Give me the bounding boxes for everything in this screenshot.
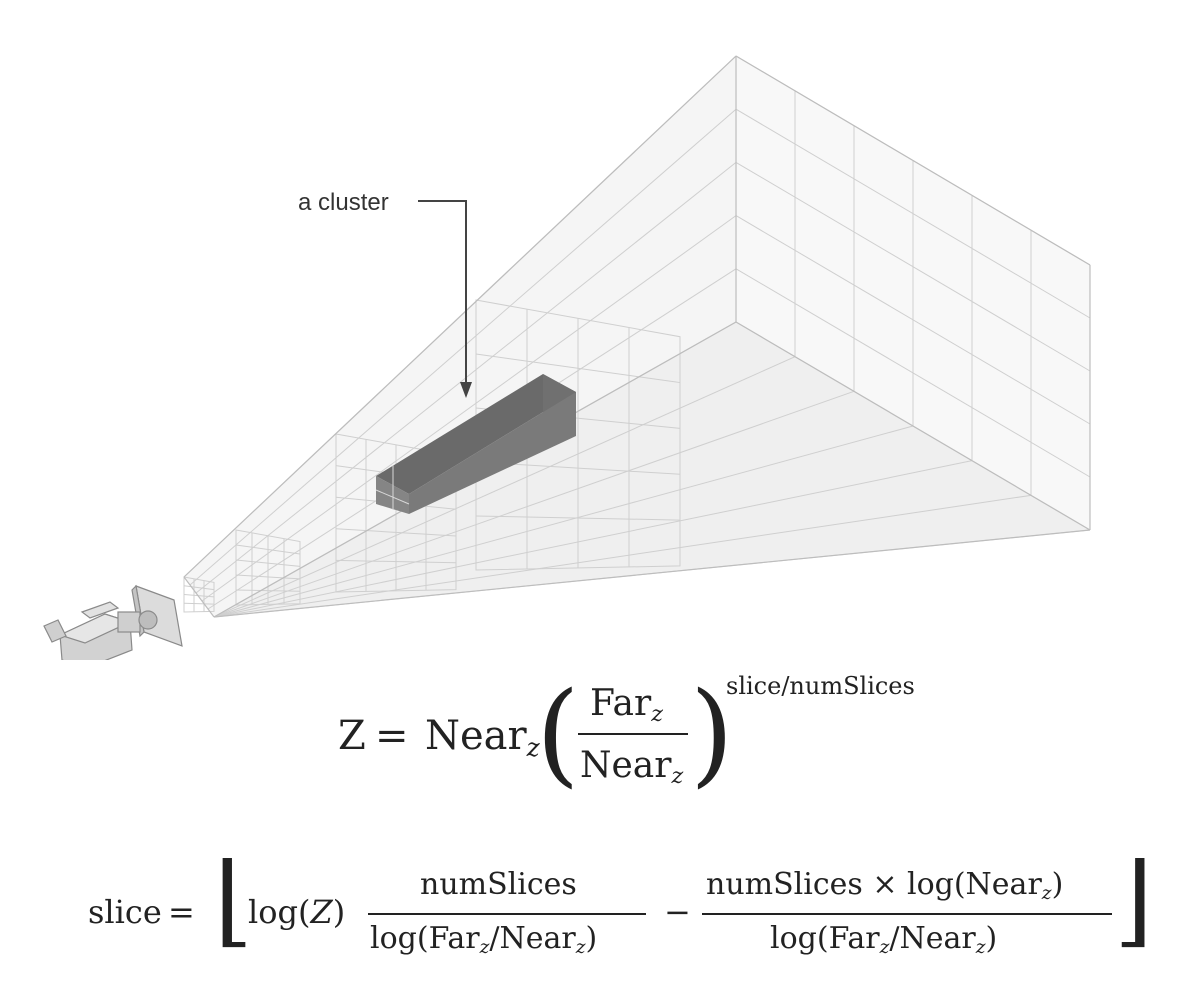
camera-icon <box>43 584 183 660</box>
frustum-edge <box>735 55 1091 266</box>
callout-arrowhead <box>460 382 472 398</box>
eq2-frac2-num-prefix: numSlices × log(Near <box>706 867 1042 902</box>
slice-row-line <box>183 602 215 605</box>
depth-slice-frame <box>335 433 457 593</box>
depth-slice-frame <box>235 529 301 606</box>
eq1-numerator: Farz <box>590 683 663 726</box>
eq2-log-z: log(Z) <box>248 896 345 928</box>
eq2-frac2-num-sub: z <box>1041 883 1052 905</box>
eq2-frac1-den-sub2: z <box>575 937 586 959</box>
slice-row-line <box>475 515 681 521</box>
eq2-floor-left: ⌊ <box>214 841 254 958</box>
bottom-converging-line <box>213 460 973 618</box>
eq2-lhs: slice <box>88 893 162 931</box>
eq1-denominator: Nearz <box>580 745 683 788</box>
frustum-edge <box>183 576 215 618</box>
eq1-fraction-bar <box>578 733 688 735</box>
eq1-num-sub: z <box>651 701 663 728</box>
frustum-edge <box>735 321 1091 531</box>
eq2-frac2-numerator: numSlices × log(Nearz) <box>706 867 1064 904</box>
eq2-frac2-den-sub2: z <box>975 937 986 959</box>
eq2-log-z-suffix: ) <box>332 893 346 931</box>
eq1-num-base: Far <box>590 683 652 724</box>
cluster-top-face <box>376 374 576 494</box>
slice-row-line <box>183 585 215 591</box>
frustum-bottom-face <box>214 322 1090 617</box>
side-converging-line <box>201 215 737 602</box>
eq1-near-sub: z <box>526 732 540 762</box>
slice-row-line <box>335 528 457 537</box>
eq2-frac1-denominator: log(Farz/Nearz) <box>370 921 598 958</box>
eq1-lhs: Z <box>338 713 366 759</box>
bottom-converging-line <box>213 425 914 618</box>
eq2-frac2-den-mid: /Near <box>889 921 976 956</box>
eq2-frac1-den-suffix: ) <box>585 921 598 956</box>
eq1-right-paren: ) <box>690 669 734 799</box>
slice-equation: slice = ⌊ log(Z) numSlices log(Farz/Near… <box>0 840 1200 970</box>
cluster-frustum-diagram: a cluster <box>43 55 1091 660</box>
eq2-frac2-den-prefix: log(Far <box>770 921 880 956</box>
eq1-den-sub: z <box>671 763 684 790</box>
depth-equation: Z = Nearz ( Farz Nearz ) slice/numSlices <box>0 660 1200 800</box>
eq2-equals: = <box>168 893 195 931</box>
eq2-frac2-den-suffix: ) <box>985 921 998 956</box>
eq2-frac1-den-mid: /Near <box>489 921 576 956</box>
frustum-edge <box>183 55 737 578</box>
cluster-overlay-gridlines <box>375 465 410 510</box>
slice-row-line <box>335 559 457 564</box>
eq2-frac2-bar <box>702 913 1112 915</box>
bottom-converging-line <box>213 390 855 618</box>
eq1-den-base: Near <box>580 745 672 786</box>
slice-row-line <box>235 559 301 567</box>
eq1-exponent: slice/numSlices <box>726 672 915 700</box>
eq1-near-base: Near <box>425 713 527 759</box>
eq2-frac2-denominator: log(Farz/Nearz) <box>770 921 998 958</box>
cluster-front-face <box>409 392 576 514</box>
frustum-edge <box>213 529 1091 618</box>
eq2-frac1-den-sub1: z <box>479 937 490 959</box>
eq2-log-z-var: Z <box>310 893 333 931</box>
bottom-converging-line <box>213 494 1032 618</box>
eq2-log-z-prefix: log( <box>248 893 311 931</box>
eq2-frac1-bar <box>368 913 646 915</box>
slice-row-line <box>183 594 215 598</box>
slice-row-line <box>475 353 681 384</box>
eq2-minus: − <box>664 893 691 931</box>
eq2-frac1-numerator: numSlices <box>420 867 577 902</box>
eq2-frac2-den-sub1: z <box>879 937 890 959</box>
frustum-grid <box>183 55 1091 618</box>
slice-row-line <box>235 589 301 592</box>
callout-label: a cluster <box>298 189 389 216</box>
side-converging-line <box>189 108 737 586</box>
eq1-equals: = <box>375 713 409 759</box>
cluster-callout: a cluster <box>298 189 472 398</box>
eq2-frac2-num-suffix: ) <box>1051 867 1064 902</box>
highlighted-cluster <box>375 374 576 514</box>
slice-row-line <box>235 574 301 580</box>
slice-row-line <box>235 544 301 555</box>
bottom-converging-line <box>213 356 796 618</box>
frustum-side-face <box>184 56 736 617</box>
callout-leader-line <box>418 200 467 388</box>
eq1-near: Nearz <box>425 713 540 760</box>
eq2-floor-right: ⌋ <box>1114 841 1154 958</box>
eq2-frac1-den-prefix: log(Far <box>370 921 480 956</box>
eq1-left-paren: ( <box>536 669 580 799</box>
